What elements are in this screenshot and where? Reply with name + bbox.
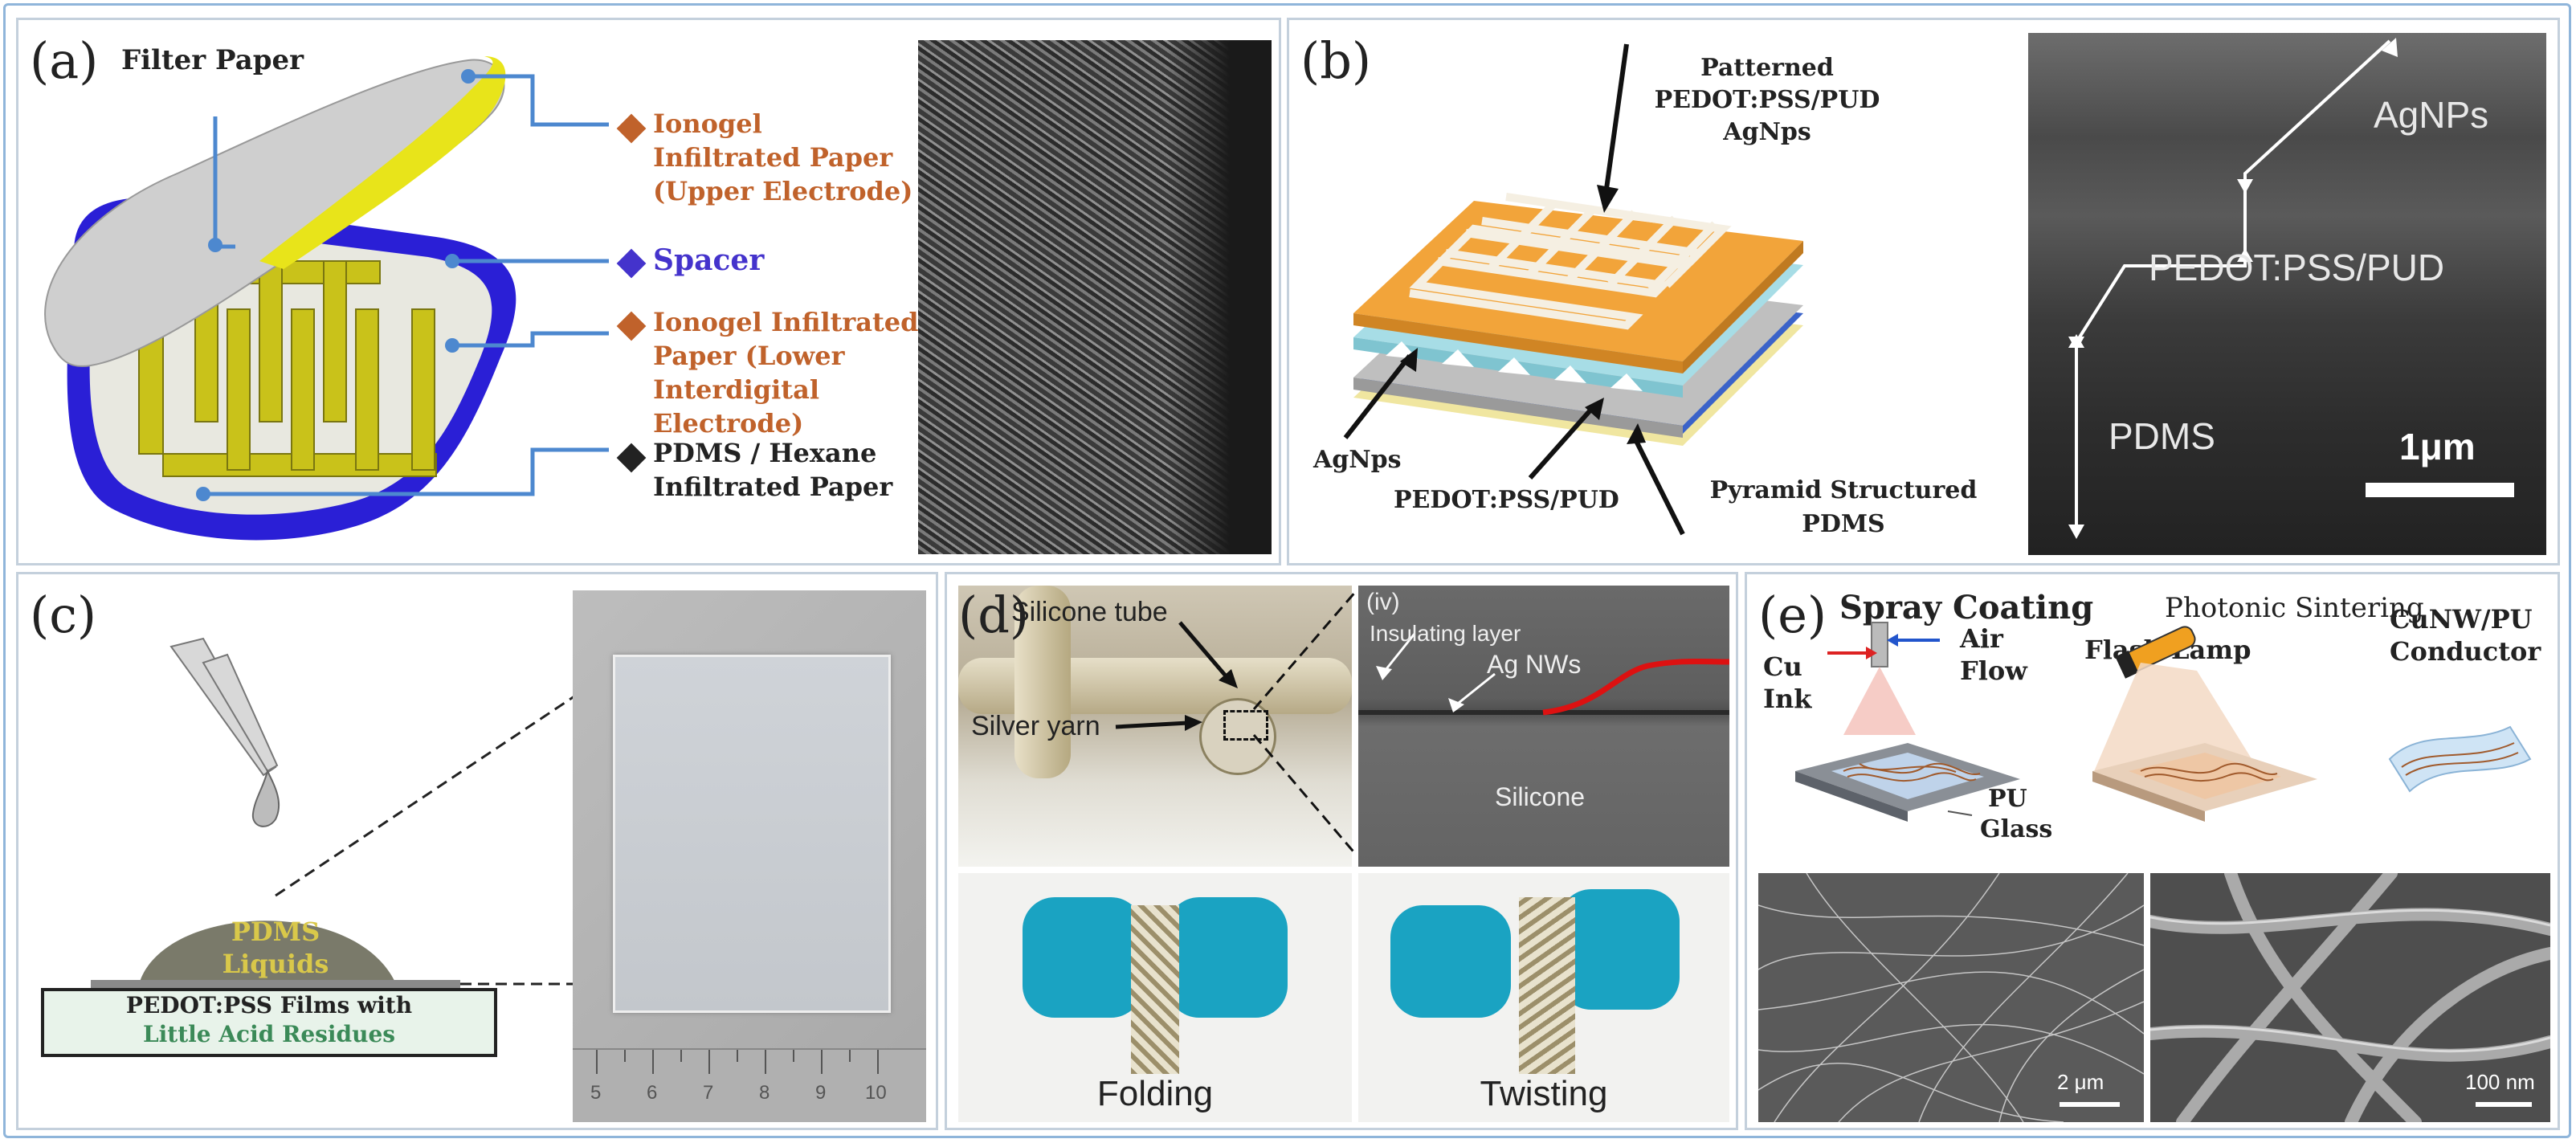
pipette-icon <box>169 637 280 827</box>
patterned-label: Patterned PEDOT:PSS/PUD AgNps <box>1654 54 1880 146</box>
air-flow-label: Air Flow <box>1960 623 2027 686</box>
film-label-line2: Little Acid Residues <box>142 1021 396 1047</box>
pdms-liquid-label: PDMS Liquids <box>222 916 329 979</box>
panel-d-tag: (d) <box>958 586 1030 644</box>
panel-a-tag: (a) <box>30 31 99 90</box>
panel-c-tag: (c) <box>30 586 97 644</box>
film-box: PEDOT:PSS Films with Little Acid Residue… <box>41 988 497 1057</box>
pdms-paper-label: PDMS / Hexane Infiltrated Paper <box>653 438 893 502</box>
pu-label: PU <box>1988 785 2027 813</box>
ag-nws-label: Ag NWs <box>1487 650 1582 679</box>
lower-electrode-label: Ionogel Infiltrated Paper (Lower Interdi… <box>653 307 919 439</box>
cross-section-sem-image: AgNPs PEDOT:PSS/PUD PDMS 1μm <box>2028 33 2546 555</box>
panel-d-arrows <box>1115 590 1358 856</box>
film-photo: 5 6 7 8 9 10 <box>573 590 926 1122</box>
roman-numeral-label: (iv) <box>1366 589 1400 615</box>
panel-b-tag: (b) <box>1300 31 1372 90</box>
silver-yarn-label: Silver yarn <box>971 711 1100 741</box>
twisting-label: Twisting <box>1480 1074 1608 1113</box>
panel-b: (b) <box>1287 18 2560 565</box>
sem-scale-label: 1μm <box>2399 426 2476 467</box>
agnw-sem-image: (iv) Insulating layer Ag NWs Silicone <box>1358 586 1729 867</box>
ruler-tick-5: 5 <box>590 1082 602 1104</box>
scale-2um-label: 2 μm <box>2057 1070 2104 1094</box>
silicone-tube-label: Silicone tube <box>1011 597 1168 627</box>
ruler-tick-9: 9 <box>815 1082 827 1104</box>
electrode-schematic <box>44 56 609 541</box>
scale-100nm-label: 100 nm <box>2465 1070 2535 1094</box>
sem-agnps-label: AgNPs <box>2374 94 2489 136</box>
panel-d: (d) Silicone tube Silver yarn (iv) Insul… <box>945 572 1738 1130</box>
filter-paper-label: Filter Paper <box>121 44 304 76</box>
process-schematic <box>1795 622 2532 822</box>
layer-stack-schematic <box>1343 43 1803 536</box>
glass-label: Glass <box>1980 815 2053 843</box>
droplet-schematic <box>91 669 613 990</box>
sem-pdms-label: PDMS <box>2109 415 2215 457</box>
figure-frame <box>3 3 2571 1138</box>
ruler-tick-7: 7 <box>703 1082 714 1104</box>
nanowire-sem-low-mag: 2 μm <box>1758 873 2144 1122</box>
agnps-label: AgNps <box>1313 446 1402 474</box>
film-label-line1: PEDOT:PSS Films with <box>125 992 413 1018</box>
paper-sem-image <box>918 40 1272 554</box>
transparent-film <box>613 655 891 1013</box>
silicone-label: Silicone <box>1495 782 1586 811</box>
sem-annotation-arrows <box>2068 38 2514 539</box>
sem-pedot-label: PEDOT:PSS/PUD <box>2149 247 2445 288</box>
panel-c: (c) PDMS Liquids PEDOT:PSS Films with Li… <box>16 572 938 1130</box>
panel-a: (a) Filter Paper <box>16 18 1281 565</box>
nanowire-sem-high-mag: 100 nm <box>2150 873 2550 1122</box>
pedot-label: PEDOT:PSS/PUD <box>1394 486 1619 514</box>
ruler-tick-10: 10 <box>865 1082 887 1104</box>
insulating-layer-label: Insulating layer <box>1370 621 1521 646</box>
folding-photo: Folding <box>958 873 1352 1122</box>
panel-e-tag: (e) <box>1758 586 1827 644</box>
photonic-sintering-title: Photonic Sintering <box>2165 592 2424 624</box>
twisting-photo: Twisting <box>1358 873 1729 1122</box>
pyramid-label: Pyramid Structured PDMS <box>1709 476 1978 538</box>
spacer-label: Spacer <box>653 243 765 277</box>
ruler: 5 6 7 8 9 10 <box>573 1048 926 1122</box>
cu-ink-label: Cu Ink <box>1763 651 1812 714</box>
ruler-tick-8: 8 <box>759 1082 770 1104</box>
cunw-conductor-title: CuNW/PU Conductor <box>2390 604 2541 667</box>
spray-coating-title: Spray Coating <box>1839 589 2094 627</box>
folding-label: Folding <box>1096 1074 1214 1113</box>
upper-electrode-label: Ionogel Infiltrated Paper (Upper Electro… <box>653 108 913 206</box>
panel-e: (e) Spray Coating Photonic Sintering CuN… <box>1745 572 2560 1130</box>
ruler-tick-6: 6 <box>647 1082 658 1104</box>
